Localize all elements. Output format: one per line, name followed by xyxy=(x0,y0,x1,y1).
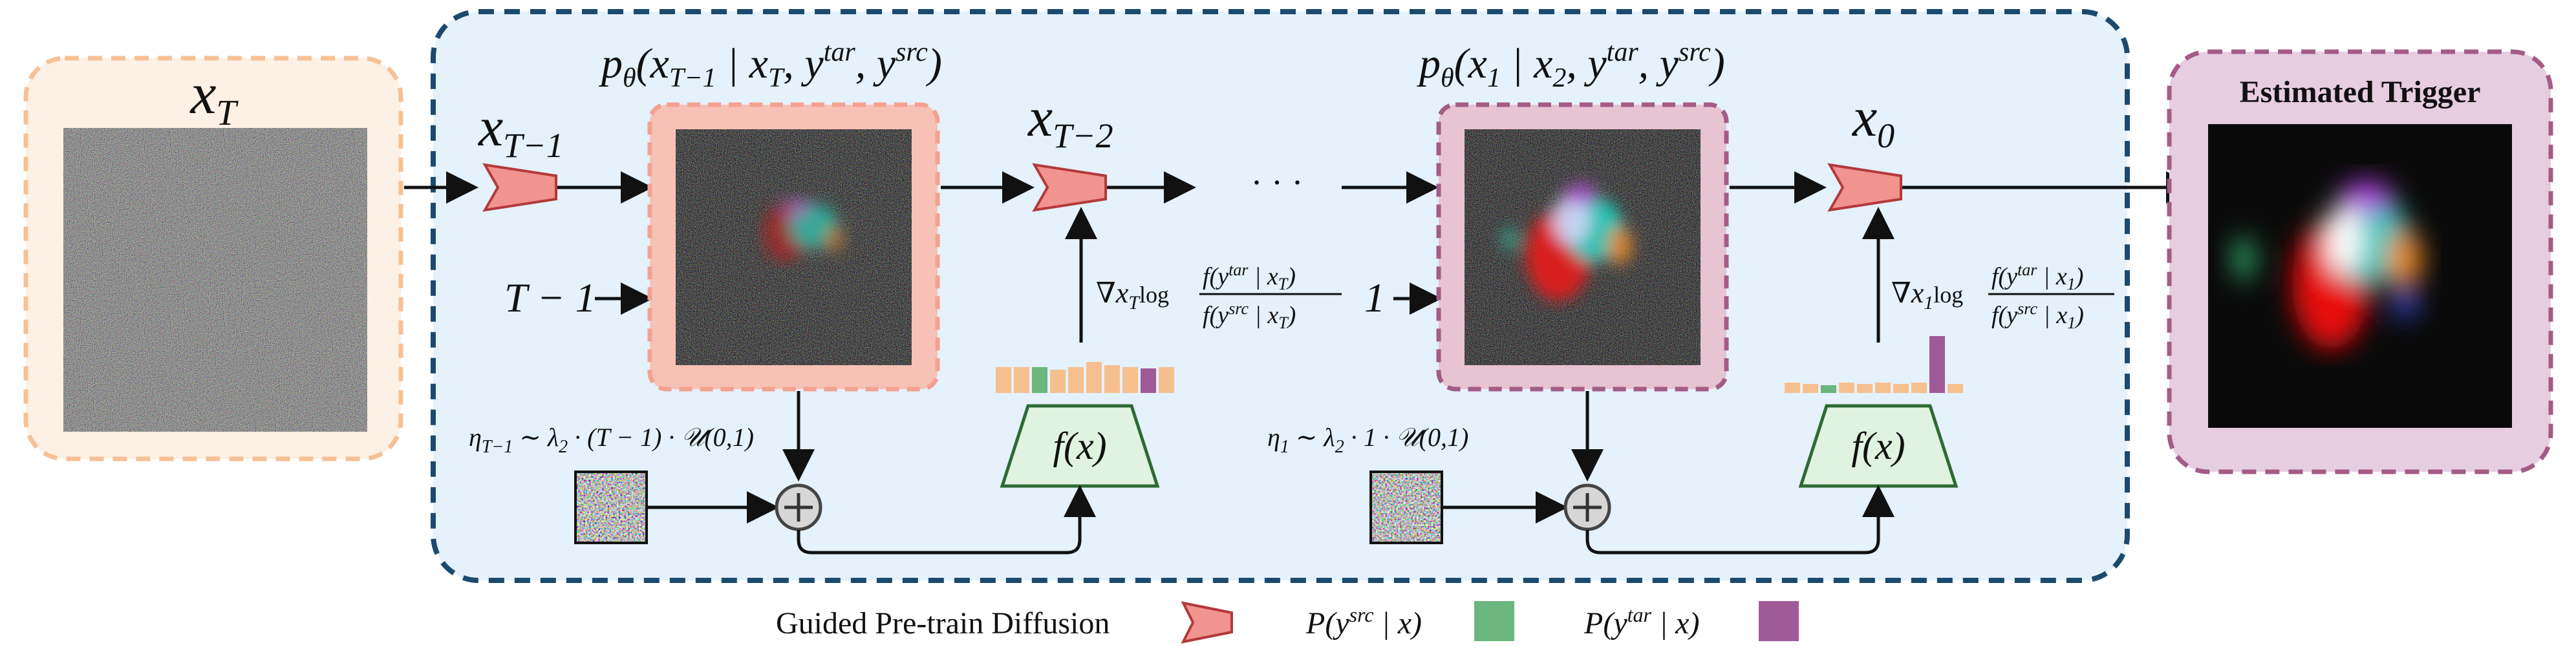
estimated-trigger-image xyxy=(2208,124,2512,428)
step2-diffusion-icon xyxy=(1827,163,1902,212)
step1-noise-patch xyxy=(574,471,648,544)
step2-noise-formula: η1 ∼ λ2 · 1 · 𝒰(0,1) xyxy=(1267,423,1468,457)
step1-diffusion-icon xyxy=(482,163,557,212)
step2-classifier-label: f(x) xyxy=(1851,425,1905,467)
arrow-adder2-to-classifier xyxy=(1585,485,1894,555)
svg-text:f(ytar | x1): f(ytar | x1) xyxy=(1991,260,2083,293)
legend-diffusion-icon xyxy=(1181,601,1233,644)
step1-next-diffusion-icon xyxy=(1032,163,1107,212)
step1-noise-formula: ηT−1 ∼ λ2 · (T − 1) · 𝒰(0,1) xyxy=(469,423,754,457)
step2-group: pθ(x1 | x2, ytar, ysrc) 1 x0 ∇x1log f(yt… xyxy=(1267,37,2198,555)
step2-noise-patch xyxy=(1369,471,1443,544)
step2-classifier xyxy=(1798,404,1959,488)
legend-diffusion-label: Guided Pre-train Diffusion xyxy=(776,606,1110,641)
step1-generated-image xyxy=(676,129,912,365)
input-panel: xT xyxy=(23,56,403,461)
legend-tar-swatch xyxy=(1759,601,1799,641)
step2-timestep-label: 1 xyxy=(1364,275,1385,321)
svg-text:∇x1log: ∇x1log xyxy=(1891,277,1963,313)
output-panel: Estimated Trigger xyxy=(2167,49,2553,474)
ellipsis: · · · xyxy=(1251,163,1304,202)
noise-image-xT xyxy=(63,128,367,432)
svg-text:f(ysrc | x1): f(ysrc | x1) xyxy=(1991,299,2084,332)
legend-tar-label: P(ytar | x) xyxy=(1583,603,1699,641)
step1-classifier-label: f(x) xyxy=(1053,425,1106,467)
step1-timestep-label: T − 1 xyxy=(504,275,596,321)
step1-output-label: xT−2 xyxy=(1027,86,1113,155)
step1-classifier xyxy=(1000,404,1160,488)
svg-text:∇xTlog: ∇xTlog xyxy=(1096,277,1169,313)
output-panel-title: Estimated Trigger xyxy=(2240,75,2481,109)
legend-src-swatch xyxy=(1474,601,1514,641)
step1-input-label: xT−1 xyxy=(477,96,564,165)
step1-adder xyxy=(775,483,822,531)
arrow-adder1-to-classifier xyxy=(797,485,1096,555)
legend-src-label: P(ysrc | x) xyxy=(1305,603,1422,641)
step2-output-label: x0 xyxy=(1851,86,1894,155)
svg-text:f(ytar | xT): f(ytar | xT) xyxy=(1203,260,1296,293)
step2-formula: pθ(x1 | x2, ytar, ysrc) xyxy=(1417,37,1725,93)
step1-formula: pθ(xT−1 | xT, ytar, ysrc) xyxy=(599,37,942,93)
input-panel-label: xT xyxy=(189,62,239,133)
step1-group: pθ(xT−1 | xT, ytar, ysrc) xT−1 T − 1 xT−… xyxy=(469,37,1342,555)
step2-generated-image xyxy=(1465,129,1701,365)
step2-adder xyxy=(1563,483,1611,531)
legend: Guided Pre-train Diffusion P(ysrc | x) P… xyxy=(776,601,1799,644)
step2-probability-bars xyxy=(1785,336,1963,393)
step2-gradient-expression: ∇x1log f(ytar | x1) f(ysrc | x1) xyxy=(1891,260,2114,332)
step1-gradient-expression: ∇xTlog f(ytar | xT) f(ysrc | xT) xyxy=(1096,260,1342,332)
step1-probability-bars xyxy=(996,362,1174,393)
svg-text:f(ysrc | xT): f(ysrc | xT) xyxy=(1203,299,1296,332)
